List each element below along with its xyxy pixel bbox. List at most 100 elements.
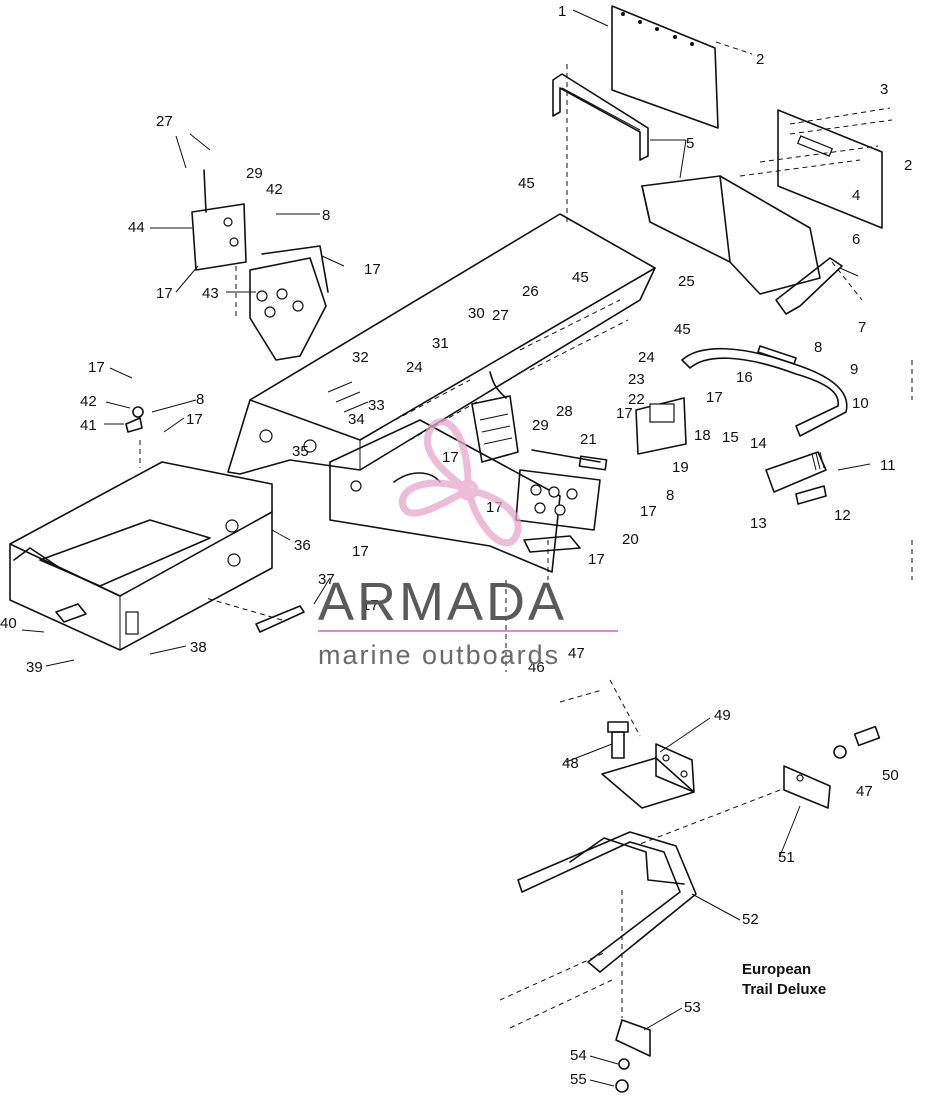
callout-label: 50	[882, 767, 899, 784]
callout-label: 17	[616, 405, 633, 422]
watermark: ARMADA marine outboards	[318, 418, 618, 670]
callout-label: 10	[852, 395, 869, 412]
callout-label: 53	[684, 999, 701, 1016]
callout-label: 20	[622, 531, 639, 548]
callout-label: 35	[292, 443, 309, 460]
callout-label: 24	[638, 349, 655, 366]
callout-label: 11	[880, 457, 896, 474]
callout-label: 42	[266, 181, 283, 198]
callout-labels: 1 2 3 2 4 5 45 6 7 8 25 26 45 45 24 27 3…	[0, 3, 912, 1088]
part-rear-plate	[641, 107, 893, 315]
callout-label: 27	[492, 307, 509, 324]
callout-label: 22	[628, 391, 645, 408]
callout-label: 8	[322, 207, 330, 224]
callout-label: 47	[856, 783, 873, 800]
part-mud-flap	[572, 5, 753, 129]
callout-label: 45	[674, 321, 691, 338]
callout-label: 8	[196, 391, 204, 408]
callout-label: 8	[666, 487, 674, 504]
callout-label: 43	[202, 285, 219, 302]
callout-label: 32	[352, 349, 369, 366]
callout-label: 29	[246, 165, 263, 182]
part-deluxe-mount	[601, 721, 881, 809]
callout-label: 47	[568, 645, 585, 662]
callout-label: 2	[904, 157, 912, 174]
callout-label: 48	[562, 755, 579, 772]
callout-label: 29	[532, 417, 549, 434]
callout-label: 17	[352, 543, 369, 560]
part-upper-bracket	[191, 169, 329, 361]
callout-label: 33	[368, 397, 385, 414]
callout-label: 17	[156, 285, 173, 302]
callout-label: 38	[190, 639, 207, 656]
callout-label: 21	[580, 431, 597, 448]
callout-label: 36	[294, 537, 311, 554]
leader-lines	[21, 133, 801, 1087]
callout-label: 40	[0, 615, 17, 632]
callout-label: 17	[640, 503, 657, 520]
callout-label: 46	[528, 659, 545, 676]
callout-label: 54	[570, 1047, 587, 1064]
callout-label: 49	[714, 707, 731, 724]
propeller-logo-icon	[398, 418, 522, 547]
watermark-rule	[318, 630, 618, 632]
callout-label: 37	[318, 571, 335, 588]
callout-label: 17	[88, 359, 105, 376]
part-rear-bumper	[681, 345, 848, 437]
callout-label: 17	[442, 449, 459, 466]
callout-label: 39	[26, 659, 43, 676]
callout-label: 41	[80, 417, 97, 434]
part-main-tunnel	[227, 213, 656, 573]
callout-label: 19	[672, 459, 689, 476]
callout-label: 34	[348, 411, 365, 428]
callout-label: 9	[850, 361, 858, 378]
callout-label: 25	[678, 273, 695, 290]
callout-label: 31	[432, 335, 449, 352]
callout-label: 44	[128, 219, 145, 236]
callout-label: 45	[572, 269, 589, 286]
callout-label: 51	[778, 849, 795, 866]
callout-label: 23	[628, 371, 645, 388]
callout-label: 14	[750, 435, 767, 452]
callout-label: 17	[186, 411, 203, 428]
watermark-brand: ARMADA	[318, 572, 567, 632]
callout-label: 16	[736, 369, 753, 386]
part-shaft	[255, 605, 305, 633]
callout-label: 6	[852, 231, 860, 248]
callout-label: 52	[742, 911, 759, 928]
callout-label: 28	[556, 403, 573, 420]
callout-label: 55	[570, 1071, 587, 1088]
callout-label: 5	[686, 135, 694, 152]
callout-label: 3	[880, 81, 888, 98]
callout-label: 27	[156, 113, 173, 130]
callout-label: 30	[468, 305, 485, 322]
part-front-box	[9, 461, 273, 651]
callout-label: 2	[756, 51, 764, 68]
callout-label: 12	[834, 507, 851, 524]
note-trail-deluxe: Trail Deluxe	[742, 981, 826, 998]
part-small-hardware	[125, 406, 144, 433]
callout-label: 4	[852, 187, 860, 204]
callout-label: 18	[694, 427, 711, 444]
part-grab-handle	[765, 451, 871, 505]
note-european: European	[742, 961, 811, 978]
part-deluxe-frame	[517, 831, 697, 1093]
callout-label: 17	[362, 597, 379, 614]
callout-label: 26	[522, 283, 539, 300]
callout-label: 13	[750, 515, 767, 532]
callout-label: 17	[364, 261, 381, 278]
part-flap-bracket	[552, 64, 687, 226]
watermark-tagline: marine outboards	[318, 640, 560, 670]
callout-label: 8	[814, 339, 822, 356]
callout-label: 24	[406, 359, 423, 376]
callout-label: 1	[558, 3, 566, 20]
callout-label: 42	[80, 393, 97, 410]
callout-label: 7	[858, 319, 866, 336]
callout-label: 15	[722, 429, 739, 446]
callout-label: 17	[706, 389, 723, 406]
callout-label: 17	[588, 551, 605, 568]
part-control-brackets	[471, 371, 687, 553]
callout-label: 45	[518, 175, 535, 192]
assembly-lines	[139, 266, 913, 1029]
